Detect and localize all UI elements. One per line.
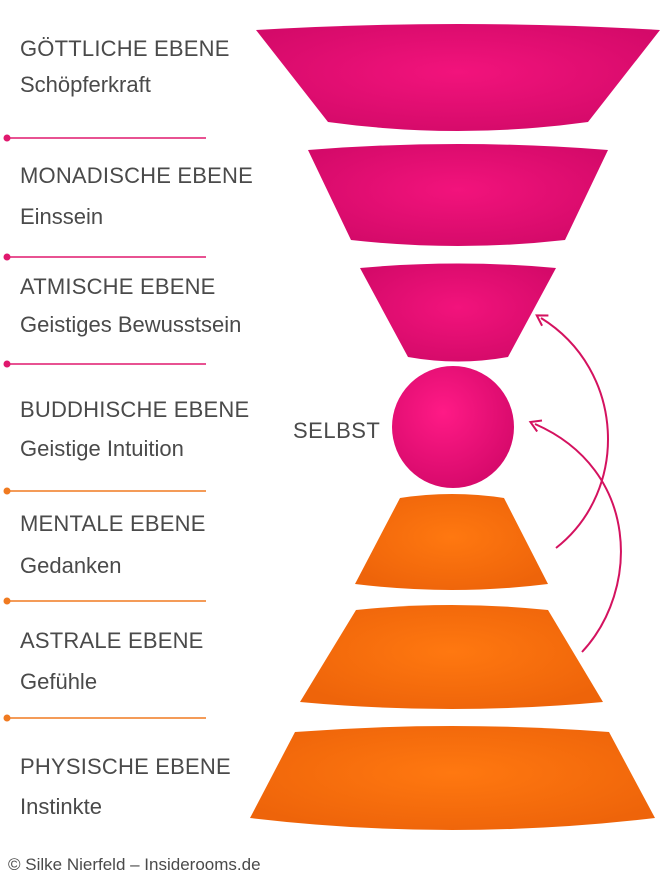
level-title: GÖTTLICHE EBENE [20,36,230,61]
arrow-astral-to-buddhic [528,419,622,653]
level-subtitle: Einssein [20,204,104,229]
level-title: ASTRALE EBENE [20,628,204,653]
physische-ebene-shape [250,726,655,830]
arrow-mental-to-atmic [535,314,609,549]
selbst-label: SELBST [293,418,381,443]
level-title: MONADISCHE EBENE [20,163,254,188]
level-label-atmische: ATMISCHE EBENE Geistiges Bewusstsein [20,274,241,338]
level-title: MENTALE EBENE [20,511,206,536]
level-title: BUDDHISCHE EBENE [20,397,250,422]
level-subtitle: Geistiges Bewusstsein [20,312,242,337]
level-subtitle: Instinkte [20,794,102,819]
mentale-ebene-shape [355,494,548,590]
level-label-astrale: ASTRALE EBENE Gefühle [20,628,204,695]
level-subtitle: Schöpferkraft [20,72,151,97]
level-label-buddhische: BUDDHISCHE EBENE Geistige Intuition [20,397,249,462]
divider-lines [3,134,206,722]
level-subtitle: Gedanken [20,553,122,578]
astrale-ebene-shape [300,605,603,709]
divider-dot-6 [3,714,11,722]
level-label-monadische: MONADISCHE EBENE Einssein [20,163,253,230]
divider-dot-5 [3,597,11,605]
divider-dot-4 [3,487,11,495]
level-subtitle: Geistige Intuition [20,436,184,461]
selbst-sphere [392,366,514,488]
level-subtitle: Gefühle [20,669,98,694]
divider-dot-2 [3,253,11,261]
level-label-physische: PHYSISCHE EBENE Instinkte [20,754,231,820]
monadische-ebene-shape [308,144,608,246]
level-label-goettliche: GÖTTLICHE EBENE Schöpferkraft [20,36,230,98]
divider-dot-3 [3,360,11,368]
level-title: ATMISCHE EBENE [20,274,216,299]
atmische-ebene-shape [360,263,556,362]
goettliche-ebene-shape [256,24,660,131]
level-title: PHYSISCHE EBENE [20,754,231,779]
copyright-notice: © Silke Nierfeld – Insiderooms.de [8,855,261,874]
divider-dot-1 [3,134,11,142]
level-label-mentale: MENTALE EBENE Gedanken [20,511,206,579]
